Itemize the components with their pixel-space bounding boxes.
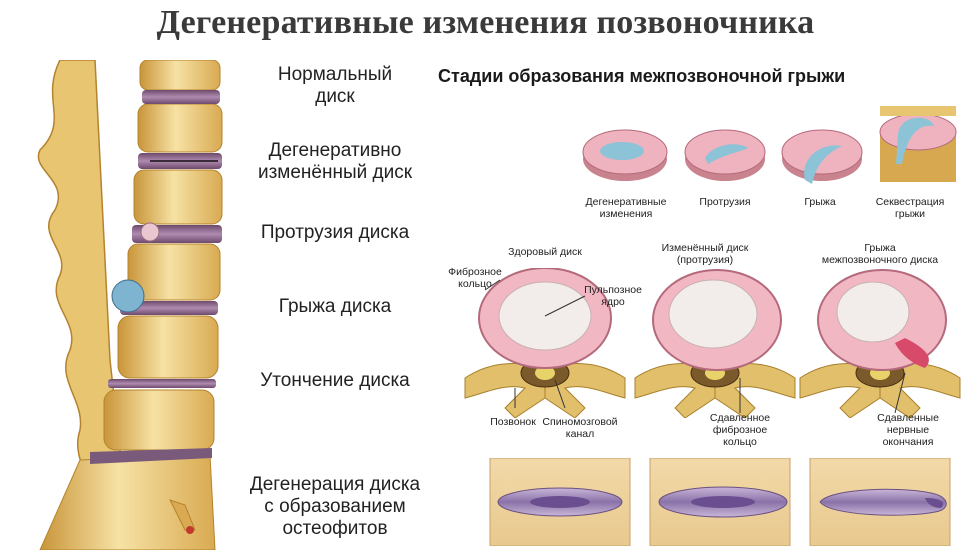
stage-disc-sequestration	[879, 106, 957, 182]
annotation-compressed-ring: Сдавленное фиброзное кольцо	[700, 412, 780, 448]
vertebral-bodies	[39, 60, 223, 550]
cross-section-protrusion	[634, 269, 796, 418]
label-line: Утончение диска	[260, 370, 410, 391]
stage-label-degenerative: Дегенеративные изменения	[576, 196, 676, 220]
section-title-line: Изменённый диск	[661, 242, 749, 254]
intervertebral-discs	[90, 90, 222, 464]
annotation-line: Фиброзное	[448, 266, 502, 278]
annotation-line: кольцо	[723, 436, 757, 448]
annotation-spinal-canal: Спиномозговой канал	[540, 416, 620, 440]
stage-label-line: изменения	[599, 208, 653, 220]
annotation-line: окончания	[882, 436, 934, 448]
stage-label-line: Протрузия	[699, 196, 751, 208]
stage-disc-degenerative	[582, 129, 668, 181]
annotation-nucleus: Пульпозное ядро	[578, 284, 648, 308]
spine-illustration	[37, 60, 223, 550]
label-line: Дегенеративно	[268, 140, 402, 161]
stage-label-line: Секвестрация	[875, 196, 945, 208]
stage-label-sequestration: Секвестрация грыжи	[860, 196, 960, 220]
page-title: Дегенеративные изменения позвоночника	[156, 4, 815, 41]
section-title-line: межпозвоночного диска	[821, 254, 939, 266]
annotation-line: кольцо	[458, 278, 492, 290]
annotation-line: Позвонок	[490, 416, 536, 428]
label-line: изменённый диск	[257, 162, 413, 183]
disc-protrusion	[140, 222, 160, 242]
annotation-line: Сдавленные	[877, 412, 939, 424]
side-view-healthy	[489, 458, 631, 546]
side-view-hernia	[809, 458, 951, 546]
stage-label-line: Дегенеративные	[585, 196, 667, 208]
annotation-line: канал	[565, 428, 595, 440]
annotation-vertebra: Позвонок	[478, 416, 548, 428]
stage-disc-hernia	[781, 129, 863, 184]
label-line: Грыжа диска	[278, 296, 392, 317]
label-line: Нормальный	[277, 64, 393, 85]
label-line: с образованием	[264, 496, 406, 517]
section-title-line: Грыжа	[864, 242, 896, 254]
label-line: остеофитов	[282, 518, 388, 539]
annotation-line: Сдавленное	[709, 412, 771, 424]
stage-disc-protrusion	[684, 129, 766, 181]
label-degenerated-disc: Дегенеративно изменённый диск	[230, 140, 440, 184]
disc-cross-sections	[464, 268, 961, 418]
label-disc-protrusion: Протрузия диска	[230, 222, 440, 244]
label-normal-disc: Нормальный диск	[230, 64, 440, 108]
annotation-line: Пульпозное	[584, 284, 642, 296]
label-disc-thinning: Утончение диска	[230, 370, 440, 392]
annotation-fibrous-ring: Фиброзное кольцо	[440, 266, 510, 290]
label-line: Дегенерация диска	[249, 474, 421, 495]
cross-section-hernia	[799, 269, 961, 418]
annotation-line: Спиномозговой	[542, 416, 618, 428]
annotation-line: ядро	[601, 296, 625, 308]
osteophytes	[169, 499, 196, 531]
annotation-line: фиброзное	[712, 424, 768, 436]
stage-label-line: грыжи	[894, 208, 926, 220]
stage-discs-row	[582, 106, 957, 184]
stage-label-line: Грыжа	[804, 196, 836, 208]
annotation-compressed-nerves: Сдавленные нервные окончания	[868, 412, 948, 448]
stage-label-hernia: Грыжа	[775, 196, 865, 208]
disc-hernia	[111, 279, 145, 313]
label-disc-osteophytes: Дегенерация диска с образованием остеофи…	[230, 474, 440, 540]
section-title-hernia: Грыжа межпозвоночного диска	[800, 242, 960, 266]
label-disc-hernia: Грыжа диска	[230, 296, 440, 318]
label-line: Протрузия диска	[260, 222, 410, 243]
disc-side-views	[489, 458, 951, 546]
hernia-stages-title: Стадии образования межпозвоночной грыжи	[438, 66, 846, 86]
stage-label-protrusion: Протрузия	[680, 196, 770, 208]
section-title-healthy: Здоровый диск	[470, 246, 620, 258]
leader-lines	[484, 279, 906, 414]
annotation-line: нервные	[886, 424, 930, 436]
section-title-line: Здоровый диск	[508, 246, 582, 258]
side-view-protrusion	[649, 458, 791, 546]
section-title-line: (протрузия)	[676, 254, 734, 266]
label-line: диск	[315, 86, 355, 107]
section-title-protrusion: Изменённый диск (протрузия)	[630, 242, 780, 266]
